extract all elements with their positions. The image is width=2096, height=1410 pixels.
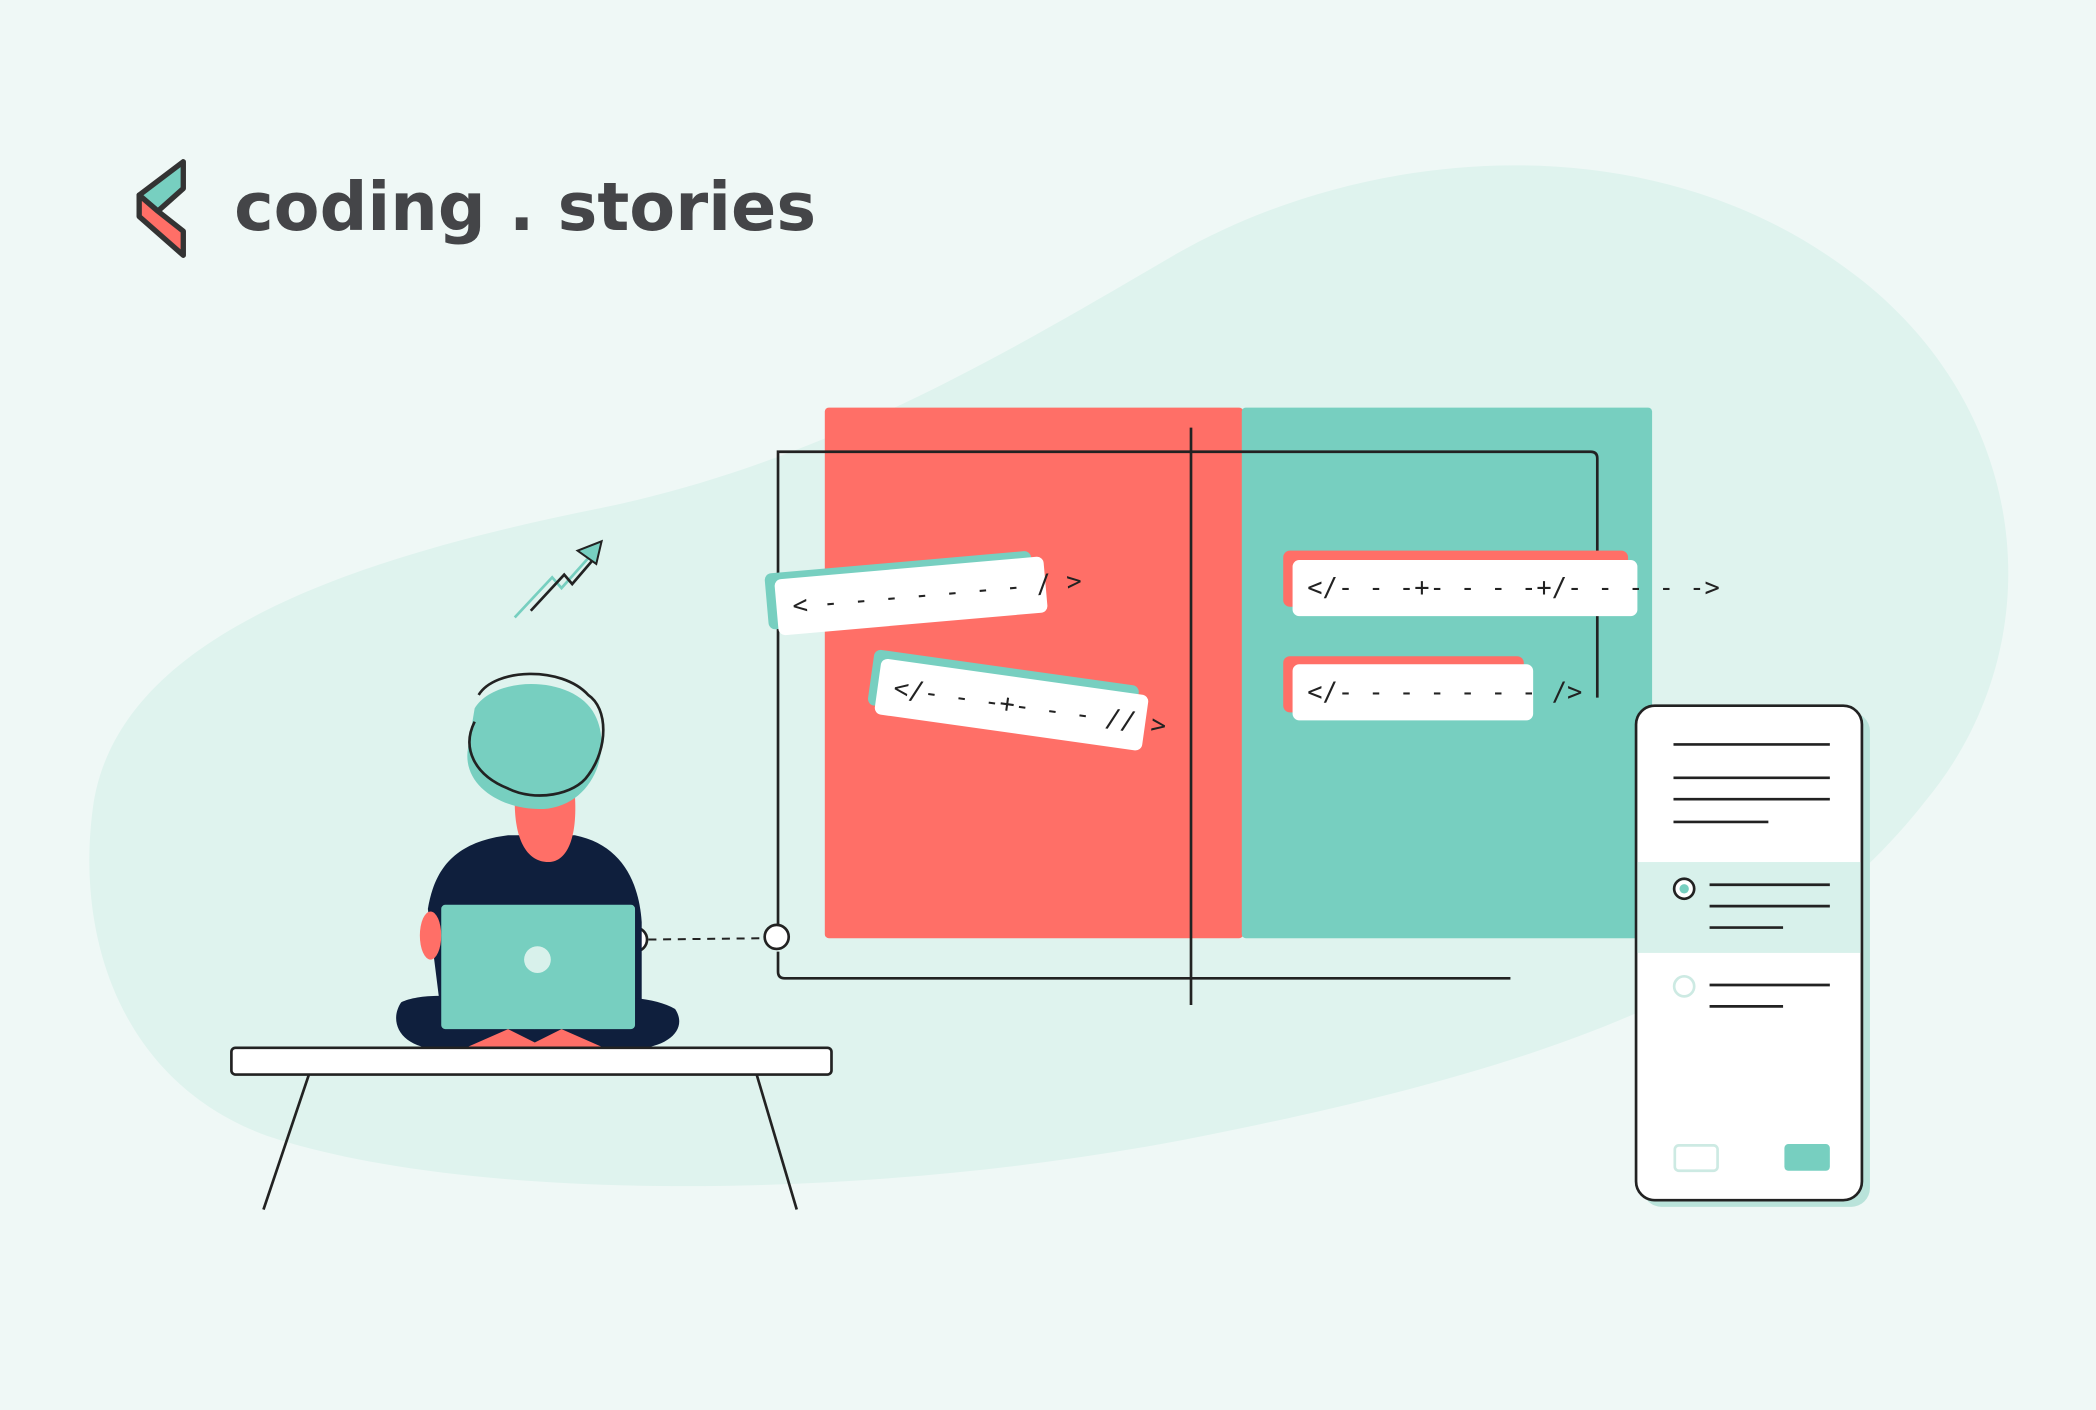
trend-arrow-icon <box>513 539 604 619</box>
svg-text:</- - - - - - - />: </- - - - - - - /> <box>1307 676 1582 706</box>
logo-text: coding . stories <box>234 168 816 246</box>
bench <box>262 1074 799 1210</box>
bench-top <box>230 1046 833 1076</box>
radio-unselected-icon[interactable] <box>1672 974 1696 998</box>
code-snippet: </- - -+- - - -+/- - - - -> <box>1283 550 1720 617</box>
phone-mockup <box>1634 704 1870 1207</box>
phone-primary-button[interactable] <box>1784 1144 1830 1171</box>
person-with-laptop <box>396 672 680 1064</box>
frame-lines <box>776 427 1599 1006</box>
code-snippet: < - - - - - - - / > <box>764 551 1083 636</box>
connector-line <box>648 937 765 941</box>
svg-text:</- - -+- - - -+/- - - - ->: </- - -+- - - -+/- - - - -> <box>1307 572 1719 602</box>
code-snippet: </- - - - - - - /> <box>1283 656 1582 721</box>
logo-icon <box>136 159 186 258</box>
laptop-logo-icon <box>524 946 551 973</box>
phone-secondary-button[interactable] <box>1673 1144 1719 1173</box>
connector-node[interactable] <box>763 923 791 951</box>
